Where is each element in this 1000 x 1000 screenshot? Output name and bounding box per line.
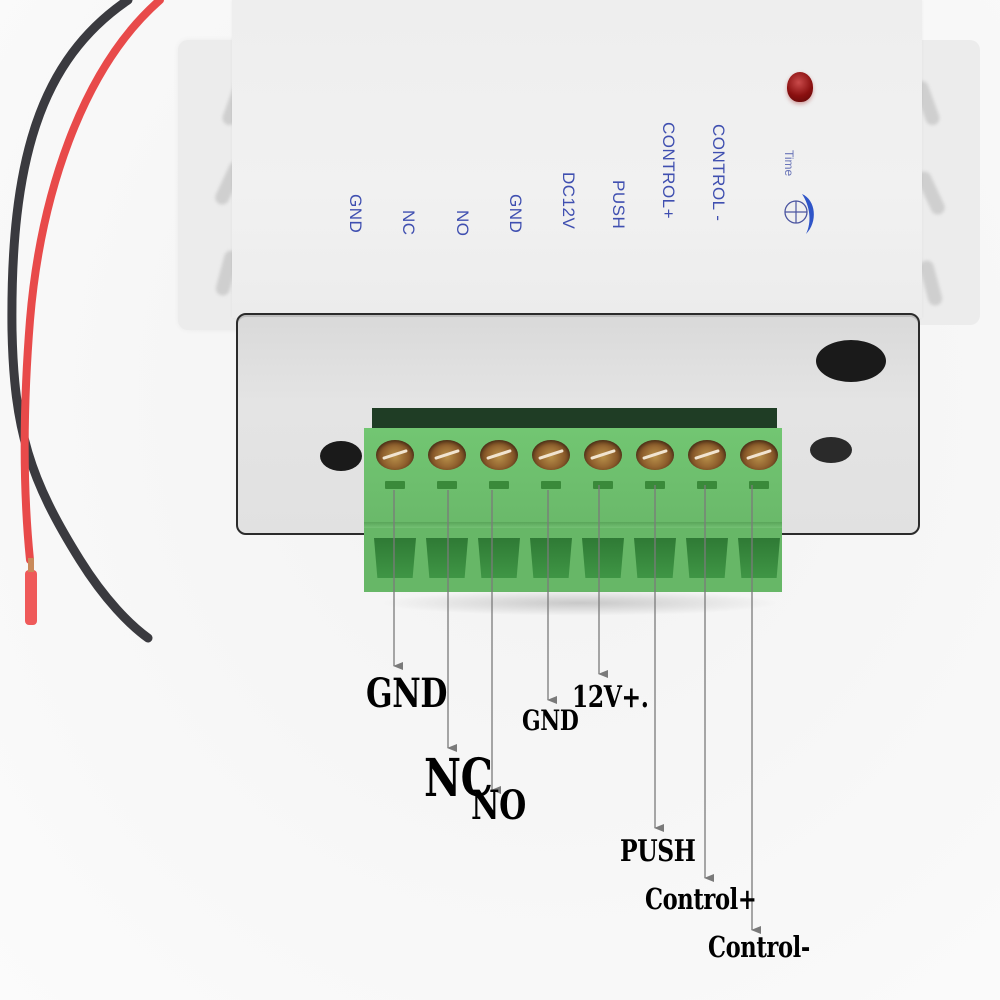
terminal-screw-4[interactable] — [532, 440, 570, 470]
terminal-screw-2[interactable] — [428, 440, 466, 470]
silkscreen-dc12v: DC12V — [559, 172, 578, 230]
wire-socket-4[interactable] — [530, 538, 572, 578]
silkscreen-gnd-2: GND — [506, 194, 525, 234]
terminal-screw-6[interactable] — [636, 440, 674, 470]
enclosure-top — [232, 0, 922, 318]
black-wire — [7, 0, 153, 643]
wire-socket-6[interactable] — [634, 538, 676, 578]
mounting-hole — [816, 340, 886, 382]
red-wire — [20, 0, 164, 564]
wire-socket-5[interactable] — [582, 538, 624, 578]
mounting-hole — [320, 441, 362, 471]
terminal-nub — [645, 481, 665, 489]
terminal-block-upper — [364, 428, 782, 524]
wire-socket-1[interactable] — [374, 538, 416, 578]
callout-no: NO — [471, 782, 526, 829]
terminal-screw-8[interactable] — [740, 440, 778, 470]
brand-name: Time — [782, 150, 796, 177]
terminal-screw-5[interactable] — [584, 440, 622, 470]
status-led — [787, 72, 813, 102]
terminal-block — [364, 428, 782, 592]
mounting-hole — [810, 437, 852, 463]
terminal-block-base — [372, 408, 777, 430]
silkscreen-nc: NC — [399, 210, 418, 236]
terminal-nub — [541, 481, 561, 489]
power-wires — [7, 0, 164, 643]
wire-socket-3[interactable] — [478, 538, 520, 578]
terminal-block-lower — [364, 528, 782, 592]
silkscreen-no: NO — [453, 210, 472, 237]
terminal-nub — [385, 481, 405, 489]
terminal-nub — [593, 481, 613, 489]
terminal-screw-3[interactable] — [480, 440, 518, 470]
red-wire-tip — [25, 570, 37, 625]
callout-12v: 12V+. — [572, 680, 649, 715]
callout-control-minus: Control- — [708, 930, 810, 964]
callout-nc: NC — [424, 748, 493, 809]
terminal-nub — [749, 481, 769, 489]
wire-socket-2[interactable] — [426, 538, 468, 578]
wire-socket-7[interactable] — [686, 538, 728, 578]
callout-gnd-2: GND — [522, 704, 579, 737]
silkscreen-gnd-1: GND — [346, 194, 365, 234]
globe-crosshair-icon — [784, 194, 814, 234]
terminal-block-divider — [364, 522, 782, 530]
terminal-screw-7[interactable] — [688, 440, 726, 470]
silkscreen-push: PUSH — [609, 180, 628, 230]
terminal-screw-1[interactable] — [376, 440, 414, 470]
silkscreen-control-plus: CONTROL+ — [659, 122, 678, 220]
terminal-nub — [489, 481, 509, 489]
callout-control-plus: Control+ — [645, 882, 757, 916]
terminal-nub — [437, 481, 457, 489]
callout-gnd-1: GND — [366, 670, 448, 717]
terminal-block-shadow — [380, 590, 780, 616]
terminal-nub — [697, 481, 717, 489]
mounting-slot — [918, 258, 944, 308]
silkscreen-control-minus: CONTROL - — [709, 124, 728, 222]
callout-push: PUSH — [620, 834, 696, 869]
wire-socket-8[interactable] — [738, 538, 780, 578]
